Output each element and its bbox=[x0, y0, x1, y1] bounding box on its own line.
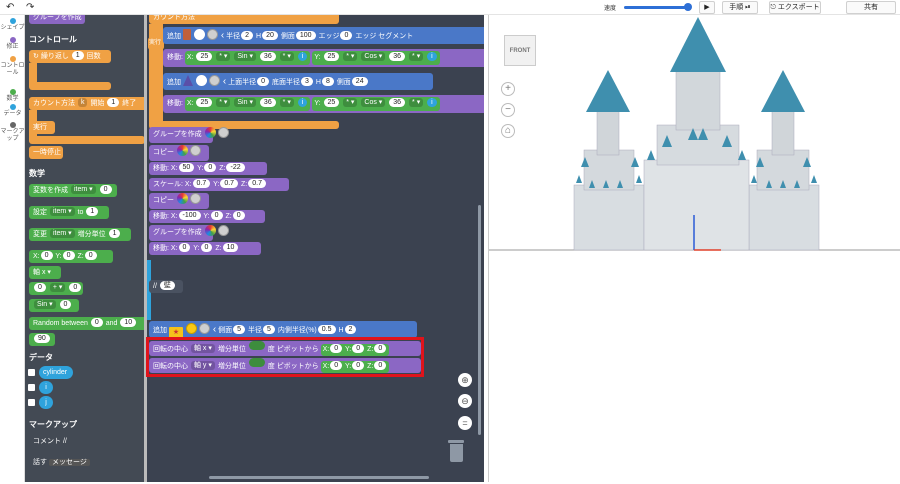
speed-slider[interactable] bbox=[624, 6, 687, 9]
palette-random-block[interactable]: Random between 0 and 10 bbox=[29, 317, 145, 330]
export-button[interactable]: ⎋ エクスポート bbox=[769, 1, 821, 14]
zoom-out-icon[interactable]: ⊖ bbox=[458, 394, 472, 408]
ws-move-block-3[interactable]: 移動: X:50 Y:0 Z:-22 bbox=[149, 162, 267, 175]
palette-scrollbar[interactable] bbox=[144, 15, 147, 482]
section-markup-header: マークアップ bbox=[29, 420, 77, 429]
data-checkbox-i[interactable] bbox=[28, 384, 35, 391]
highlight-box bbox=[146, 337, 424, 377]
view-cube[interactable]: FRONT bbox=[504, 35, 536, 66]
category-control[interactable]: コントロール bbox=[0, 56, 25, 77]
ws-scale-block[interactable]: スケール: X:0.7 Y:0.7 Z:0.7 bbox=[149, 178, 289, 191]
workspace-horizontal-scrollbar[interactable] bbox=[209, 476, 429, 479]
castle-render bbox=[489, 17, 900, 251]
palette-number-block[interactable]: 90 bbox=[29, 333, 55, 346]
palette-do-label: 実行 bbox=[29, 121, 55, 134]
data-var-cylinder[interactable]: cylinder bbox=[39, 366, 73, 379]
category-shape[interactable]: シェイプ bbox=[0, 18, 25, 32]
category-math[interactable]: 数学 bbox=[0, 89, 25, 103]
palette-count-block[interactable]: カウント方法 k 開始 1 終了 bbox=[29, 97, 145, 110]
ws-rotate-block-y[interactable]: 回転の中心 軸 y ▾ 増分単位 度 ピボットから X:0 Y:0 Z:0 bbox=[149, 358, 421, 373]
ws-copy-block-1[interactable]: コピー bbox=[149, 145, 209, 161]
ws-move-block-5[interactable]: 移動: X:0 Y:0 Z:10 bbox=[149, 242, 261, 255]
cylinder-icon bbox=[182, 29, 191, 40]
zoom-in-icon[interactable]: ⊕ bbox=[458, 373, 472, 387]
ws-count-block[interactable]: カウント方法 bbox=[149, 15, 339, 24]
top-toolbar: ↶ ↷ 速度 ▶ 手順 ⏯ ⎋ エクスポート 共有 bbox=[0, 0, 900, 15]
data-var-j[interactable]: j bbox=[39, 396, 53, 409]
play-icon: ▶ bbox=[704, 4, 710, 11]
trash-icon[interactable] bbox=[448, 440, 464, 462]
step-button[interactable]: 手順 ⏯ bbox=[722, 1, 758, 14]
ws-group-block-2[interactable]: グループを作成 bbox=[149, 225, 229, 241]
export-icon: ⎋ bbox=[770, 4, 776, 11]
data-var-i[interactable]: i bbox=[39, 381, 53, 394]
section-math-header: 数学 bbox=[29, 169, 45, 178]
viewer-zoom-in-icon[interactable]: + bbox=[501, 82, 515, 96]
palette-pause-block[interactable]: 一時停止 bbox=[29, 146, 63, 159]
color-none-icon bbox=[206, 29, 218, 40]
ws-copy-block-2[interactable]: コピー bbox=[149, 193, 209, 209]
palette-repeat-block[interactable]: ↻ 繰り返し 1 回数 bbox=[29, 50, 111, 63]
category-data[interactable]: データ bbox=[0, 104, 25, 118]
palette-change-var-block[interactable]: 変更 item ▾ 増分単位 1 bbox=[29, 228, 131, 241]
palette-arith-block[interactable]: 0 + ▾ 0 bbox=[29, 282, 83, 295]
ws-move-block-2[interactable]: 移動: X: 25 * ▾ Sin ▾ 36 * ▾ i Y: 25 * ▾ C… bbox=[163, 95, 484, 113]
ws-group-block-1[interactable]: グループを作成 bbox=[149, 127, 229, 143]
speed-slider-handle[interactable] bbox=[684, 3, 692, 11]
ws-move-block-4[interactable]: 移動: X:-100 Y:0 Z:0 bbox=[149, 210, 265, 223]
palette-group-block[interactable]: グループを作成 bbox=[29, 15, 85, 24]
category-strip: シェイプ 修正 コントロール 数学 データ マークアップ bbox=[0, 15, 25, 482]
play-button[interactable]: ▶ bbox=[699, 1, 715, 14]
palette-axis-block[interactable]: 軸 x ▾ bbox=[29, 266, 61, 279]
zoom-reset-icon[interactable]: = bbox=[458, 416, 472, 430]
data-checkbox-cylinder[interactable] bbox=[28, 369, 35, 376]
loop-icon: ↻ bbox=[33, 53, 39, 60]
palette-xyz-block[interactable]: X:0 Y:0 Z:0 bbox=[29, 250, 113, 263]
color-white-icon bbox=[193, 29, 205, 40]
redo-icon[interactable]: ↷ bbox=[26, 2, 35, 13]
palette-create-var-block[interactable]: 変数を作成 item ▾ 0 bbox=[29, 184, 117, 197]
rotate-y-value bbox=[248, 358, 265, 367]
workspace-vertical-scrollbar[interactable] bbox=[478, 205, 481, 435]
undo-icon[interactable]: ↶ bbox=[6, 2, 15, 13]
category-modify[interactable]: 修正 bbox=[0, 37, 25, 51]
viewer-home-icon[interactable]: ⌂ bbox=[501, 124, 515, 138]
ws-move-block-1[interactable]: 移動: X: 25 * ▾ Sin ▾ 36 * ▾ i Y: 25 * ▾ C… bbox=[163, 49, 484, 67]
ws-do-label: 実行 bbox=[148, 37, 164, 50]
cone-icon bbox=[182, 75, 193, 86]
data-checkbox-j[interactable] bbox=[28, 399, 35, 406]
collapse-arrow-icon[interactable]: ‹ bbox=[220, 30, 225, 41]
rotate-x-value bbox=[248, 341, 265, 350]
share-button[interactable]: 共有 bbox=[846, 1, 896, 14]
rainbow-color-icon bbox=[204, 127, 216, 138]
3d-viewport[interactable] bbox=[488, 15, 900, 482]
speed-label: 速度 bbox=[604, 6, 617, 12]
palette-comment-block[interactable]: コメント // bbox=[33, 438, 67, 445]
star-shape-icon: ★ bbox=[168, 327, 183, 338]
ws-comment-block[interactable]: // 壁 bbox=[149, 280, 183, 293]
block-palette: グループを作成 コントロール ↻ 繰り返し 1 回数 カウント方法 k 開始 1… bbox=[25, 15, 145, 482]
palette-say-block[interactable]: 話す メッセージ bbox=[29, 456, 95, 469]
collapse-arrow-icon[interactable]: ‹ bbox=[222, 76, 227, 87]
section-data-header: データ bbox=[29, 353, 53, 362]
palette-sin-block[interactable]: Sin ▾ 0 bbox=[29, 299, 79, 312]
palette-set-var-block[interactable]: 設定 item ▾ to 1 bbox=[29, 206, 109, 219]
collapse-arrow-icon[interactable]: ‹ bbox=[212, 324, 217, 335]
section-control-header: コントロール bbox=[29, 35, 77, 44]
category-markup[interactable]: マークアップ bbox=[0, 122, 25, 143]
ws-rotate-block-x[interactable]: 回転の中心 軸 x ▾ 増分単位 度 ピボットから X:0 Y:0 Z:0 bbox=[149, 341, 421, 356]
viewer-zoom-out-icon[interactable]: − bbox=[501, 103, 515, 117]
